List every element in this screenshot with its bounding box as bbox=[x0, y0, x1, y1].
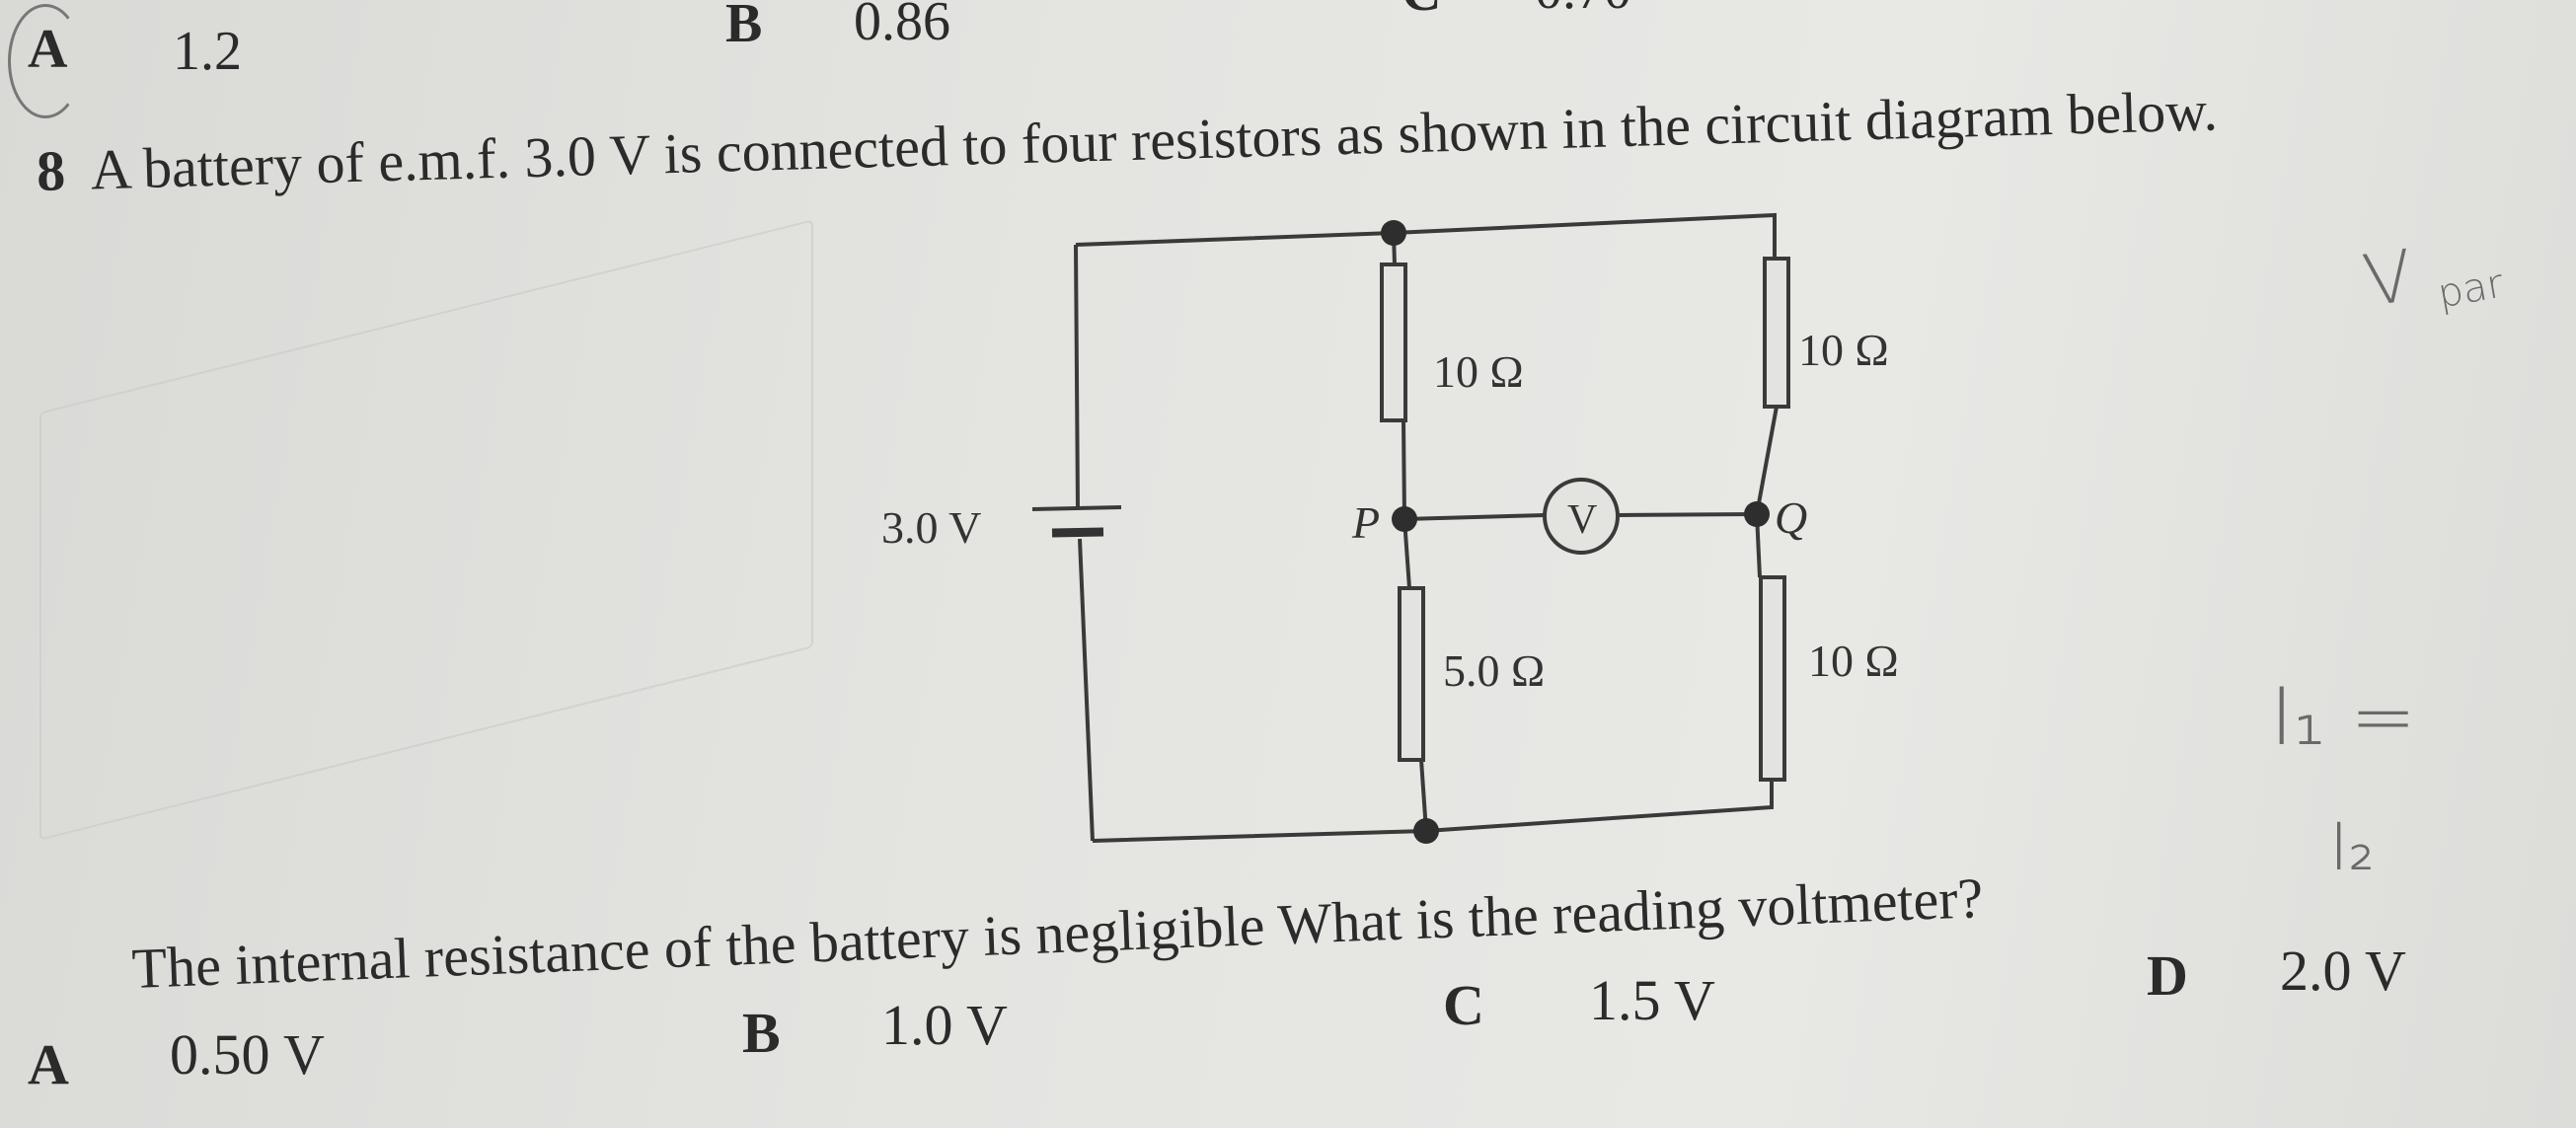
option-b-letter: B bbox=[742, 1001, 781, 1065]
node-q bbox=[1744, 501, 1770, 527]
wire-top bbox=[1075, 212, 1777, 259]
option-d-letter: D bbox=[2147, 943, 2188, 1008]
resistor-top-right bbox=[1763, 257, 1790, 409]
node-p bbox=[1392, 506, 1417, 532]
voltmeter bbox=[1543, 478, 1620, 555]
option-a-value: 0.50 V bbox=[170, 1022, 325, 1087]
node-p-label: P bbox=[1351, 497, 1380, 548]
resistor-bottom-right-label: 10 Ω bbox=[1808, 636, 1899, 686]
resistor-top-left-label: 10 Ω bbox=[1433, 346, 1524, 397]
wire-bottom bbox=[1092, 780, 1774, 843]
resistor-bottom-left-label: 5.0 Ω bbox=[1443, 645, 1545, 696]
node-top bbox=[1381, 220, 1406, 246]
answer-circle-mark bbox=[8, 4, 83, 118]
node-bottom bbox=[1413, 818, 1439, 844]
option-d-value: 2.0 V bbox=[2280, 939, 2406, 1003]
battery-negative-plate bbox=[1051, 527, 1104, 538]
option-a-letter: A bbox=[28, 1032, 69, 1096]
handwritten-note-i1: I₁ = bbox=[2270, 671, 2417, 763]
option-b-value: 1.0 V bbox=[881, 993, 1008, 1057]
option-c-value: 1.5 V bbox=[1589, 968, 1715, 1032]
prev-option-b-letter: B bbox=[725, 0, 763, 54]
resistor-top-right-label: 10 Ω bbox=[1798, 325, 1889, 375]
resistor-bottom-right bbox=[1759, 575, 1786, 782]
node-q-label: Q bbox=[1775, 492, 1807, 543]
battery-label: 3.0 V bbox=[881, 502, 981, 553]
wire-left-upper bbox=[1074, 244, 1080, 510]
battery-positive-plate bbox=[1031, 505, 1122, 511]
prev-option-c-letter: C bbox=[1402, 0, 1441, 24]
voltmeter-symbol: V bbox=[1567, 497, 1597, 543]
wire-left-lower bbox=[1078, 538, 1095, 842]
handwritten-note-i2: I₂ bbox=[2329, 809, 2375, 885]
prev-option-c-value: 0.70 bbox=[1535, 0, 1631, 22]
prev-option-b-value: 0.86 bbox=[854, 0, 950, 52]
resistor-bottom-left bbox=[1398, 586, 1425, 762]
option-c-letter: C bbox=[1443, 973, 1484, 1037]
prev-option-a-value: 1.2 bbox=[173, 21, 242, 82]
resistor-top-left bbox=[1380, 263, 1407, 422]
